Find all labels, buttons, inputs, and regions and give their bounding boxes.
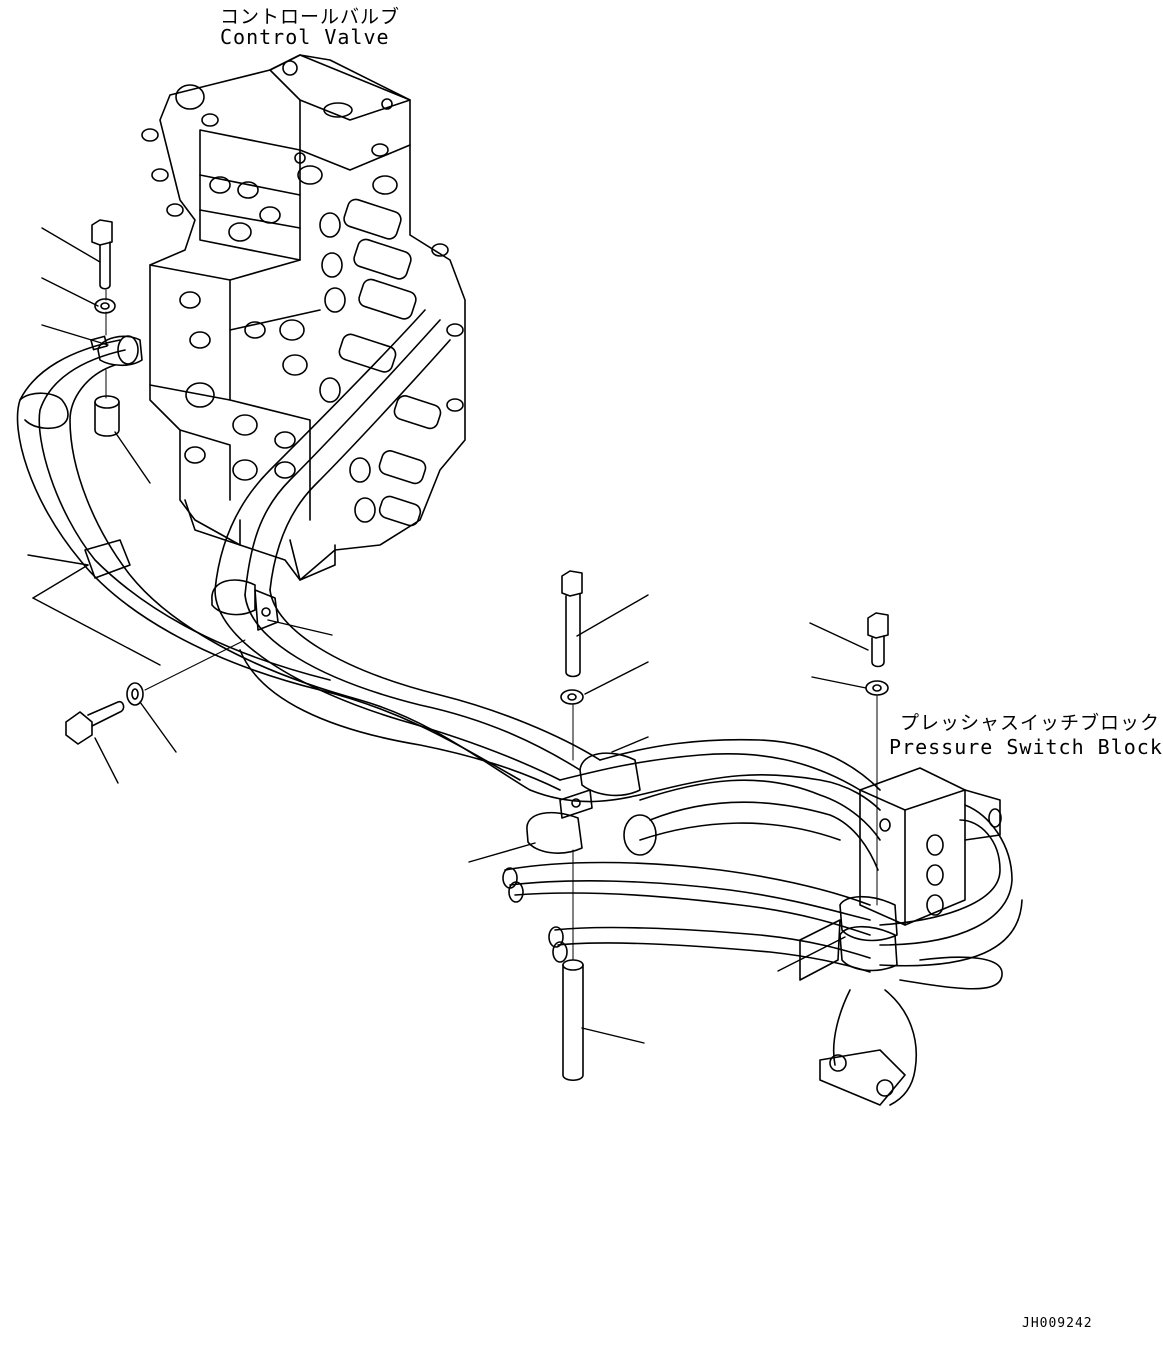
washer-lower-left (127, 683, 143, 705)
callout-leaders (28, 228, 868, 1043)
clamp-right-upper (840, 897, 897, 941)
washer-center (561, 690, 583, 704)
loose-parts (66, 220, 888, 1080)
control-valve (142, 55, 465, 580)
spacer-left (95, 396, 119, 436)
hose-bundles (18, 310, 1023, 1105)
pressure-switch-block (820, 768, 1001, 1105)
spacer-center (563, 960, 583, 1080)
mounting-plate (820, 1050, 905, 1105)
pressure-switch-block-label-jp: プレッシャスイッチブロック (900, 712, 1161, 734)
solenoid-spools (320, 197, 463, 527)
clamp-center-lower (527, 813, 582, 853)
control-valve-label-jp: コントロールバルブ (220, 6, 401, 28)
clamp-center-upper (580, 753, 640, 795)
drawing-number: JH009242 (1022, 1316, 1093, 1331)
washer-upper-left (95, 299, 115, 313)
bolt-center (562, 571, 582, 677)
pressure-switch-block-label-en: Pressure Switch Block (889, 735, 1163, 759)
washer-right (866, 681, 888, 695)
center-lines (106, 290, 877, 960)
clamps (91, 336, 897, 980)
bolt-lower-left (66, 702, 124, 744)
bolt-upper-left (92, 220, 112, 289)
clamp-right-lower (840, 927, 897, 971)
clamp-upper-left (98, 336, 142, 365)
control-valve-label-en: Control Valve (220, 25, 390, 49)
hose-band-left (85, 540, 130, 578)
bolt-right (868, 613, 888, 667)
